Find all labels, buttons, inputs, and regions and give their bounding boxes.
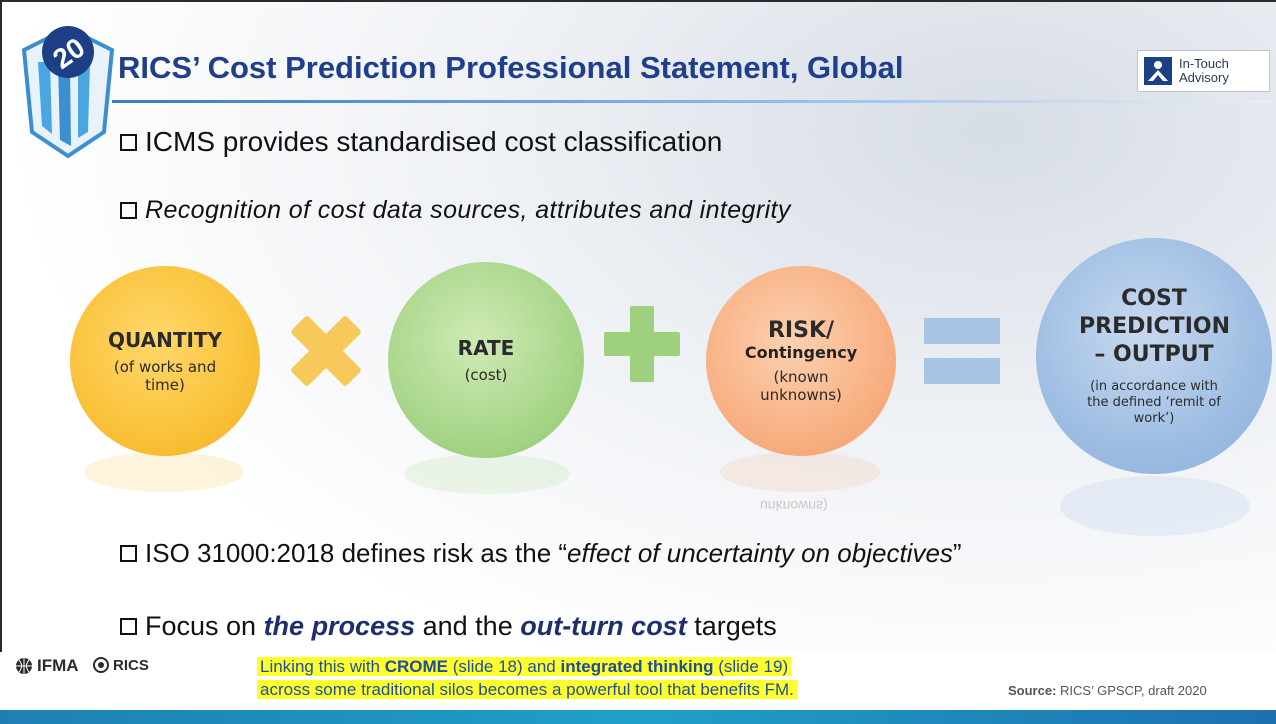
checkbox-bullet-icon: [120, 202, 137, 219]
risk-reflection: [720, 452, 880, 492]
rate-subtext: (cost): [464, 366, 508, 384]
bullet-icms: ICMS provides standardised cost classifi…: [120, 126, 722, 158]
ifma-globe-icon: [16, 658, 32, 674]
rics-emblem-icon: [93, 657, 109, 673]
ifma-text: IFMA: [37, 656, 79, 675]
risk-circle: RISK/ Contingency (known unknowns): [706, 266, 896, 456]
rate-circle: RATE (cost): [388, 262, 584, 458]
note-crome: CROME: [384, 657, 449, 676]
note-integrated-thinking: integrated thinking: [560, 657, 714, 676]
output-circle: COST PREDICTION – OUTPUT (in accordance …: [1036, 238, 1272, 474]
note-text: (slide 19): [713, 657, 789, 676]
bullet-text-pre: Focus on: [145, 611, 264, 641]
person-icon: [1144, 57, 1172, 85]
brand-line-1: In-Touch: [1179, 56, 1229, 71]
note-text: Linking this with: [260, 657, 385, 676]
checkbox-bullet-icon: [120, 133, 137, 151]
output-reflection: [1060, 476, 1250, 536]
source-citation: Source: RICS’ GPSCP, draft 2020: [1008, 683, 1207, 698]
title-underline: [112, 100, 1272, 103]
output-subtext: (in accordance with the defined ‘remit o…: [1087, 379, 1221, 426]
note-line-2: across some traditional silos becomes a …: [257, 680, 797, 699]
output-heading: COST PREDICTION – OUTPUT: [1079, 286, 1230, 367]
risk-heading: RISK/: [767, 318, 835, 343]
bullet-text-pre: ISO 31000:2018 defines risk as the “: [145, 538, 568, 568]
note-text: (slide 18) and: [448, 657, 561, 676]
bullet-cost-data: Recognition of cost data sources, attrib…: [120, 196, 791, 225]
quantity-circle: QUANTITY (of works and time): [70, 266, 260, 456]
anniversary-20-logo: 20: [21, 25, 115, 159]
quantity-subtext: (of works and time): [113, 358, 217, 394]
rate-reflection: [404, 454, 570, 494]
brand-text: In-Touch Advisory: [1179, 57, 1229, 85]
top-frame-line: [0, 0, 1276, 2]
bullet-emphasis-out-turn: out-turn cost: [520, 611, 687, 641]
highlighted-note: Linking this with CROME (slide 18) and i…: [257, 655, 797, 701]
quantity-reflection: [84, 452, 244, 492]
multiply-icon: [291, 316, 361, 386]
page-title: RICS’ Cost Prediction Professional State…: [118, 50, 904, 85]
plus-icon: [604, 306, 680, 382]
bullet-text-italic: effect of uncertainty on objectives: [567, 538, 953, 568]
risk-heading-2: Contingency: [744, 343, 858, 362]
left-frame-line: [0, 0, 2, 724]
bottom-color-bar: [0, 710, 1276, 724]
rate-heading: RATE: [457, 336, 515, 360]
checkbox-bullet-icon: [120, 545, 137, 562]
bullet-text: Recognition of cost data sources, attrib…: [145, 196, 791, 224]
reflection-text: unknowns): [760, 498, 828, 514]
source-text: RICS’ GPSCP, draft 2020: [1056, 683, 1207, 698]
brand-line-2: Advisory: [1179, 70, 1229, 85]
bullet-text-post: ”: [952, 538, 962, 568]
bullet-text-mid: and the: [415, 611, 521, 641]
bullet-emphasis-process: the process: [263, 611, 416, 641]
bullet-text-post: targets: [686, 611, 777, 641]
bullet-focus: Focus on the process and the out-turn co…: [120, 611, 777, 642]
in-touch-advisory-logo: In-Touch Advisory: [1137, 50, 1270, 92]
rics-logo: RICS: [92, 656, 149, 674]
checkbox-bullet-icon: [120, 618, 137, 635]
source-label: Source:: [1008, 683, 1057, 698]
ifma-logo: IFMA: [15, 656, 79, 676]
rics-text: RICS: [113, 656, 149, 674]
equals-icon: [924, 318, 1000, 384]
bullet-text: ICMS provides standardised cost classifi…: [145, 126, 723, 157]
risk-subtext: (known unknowns): [760, 368, 842, 404]
quantity-heading: QUANTITY: [107, 328, 223, 352]
note-line-1: Linking this with CROME (slide 18) and i…: [257, 657, 792, 676]
bullet-iso: ISO 31000:2018 defines risk as the “ eff…: [120, 538, 962, 569]
